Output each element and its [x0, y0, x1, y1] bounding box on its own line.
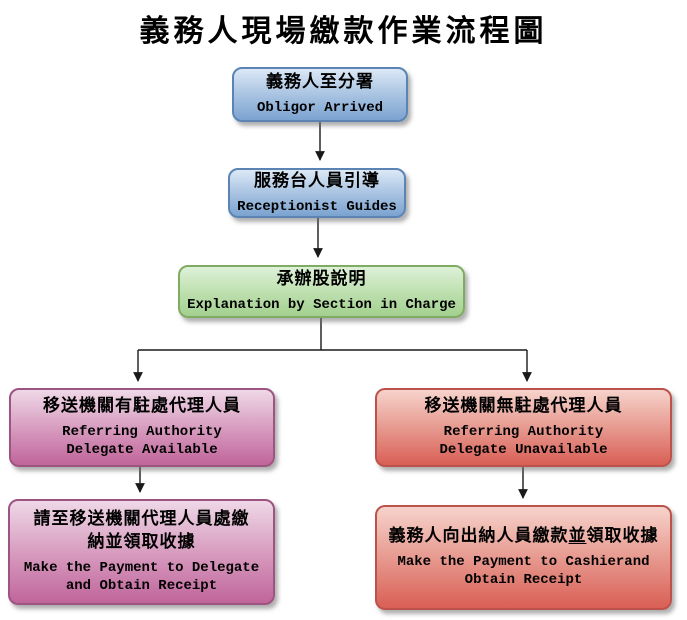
- node-delegate-available-en: Referring Authority Delegate Available: [62, 424, 222, 459]
- node-receptionist-guides-zh: 服務台人員引導: [254, 170, 380, 191]
- node-pay-cashier-zh-post: 領取收據: [586, 526, 659, 547]
- node-receptionist-guides-en: Receptionist Guides: [237, 198, 397, 215]
- node-pay-cashier-zh-pre: 義務人向出納人員繳款: [388, 526, 569, 547]
- node-delegate-unavailable-en: Referring Authority Delegate Unavailable: [439, 424, 608, 459]
- node-pay-delegate-en: Make the Payment to Delegate and Obtain …: [23, 560, 260, 595]
- node-delegate-unavailable: 移送機關無駐處代理人員 Referring Authority Delegate…: [375, 388, 672, 467]
- node-pay-delegate: 請至移送機關代理人員處繳 納並領取收據 Make the Payment to …: [8, 499, 275, 605]
- node-pay-cashier-zh: 義務人向出納人員繳款並領取收據: [389, 525, 659, 548]
- node-obligor-arrived: 義務人至分署 Obligor Arrived: [232, 67, 408, 122]
- node-explanation-en: Explanation by Section in Charge: [187, 297, 456, 314]
- node-delegate-unavailable-zh: 移送機關無駐處代理人員: [424, 396, 623, 417]
- node-explanation-zh: 承辦股說明: [276, 269, 367, 290]
- node-delegate-available: 移送機關有駐處代理人員 Referring Authority Delegate…: [9, 388, 275, 467]
- node-pay-cashier-zh-underlined: 並: [568, 526, 587, 547]
- node-delegate-available-zh: 移送機關有駐處代理人員: [43, 396, 241, 417]
- node-pay-delegate-zh: 請至移送機關代理人員處繳 納並領取收據: [33, 509, 250, 553]
- node-explanation-by-section: 承辦股說明 Explanation by Section in Charge: [178, 265, 465, 318]
- node-obligor-arrived-zh: 義務人至分署: [266, 72, 374, 93]
- node-pay-cashier: 義務人向出納人員繳款並領取收據 Make the Payment to Cash…: [375, 505, 672, 610]
- node-receptionist-guides: 服務台人員引導 Receptionist Guides: [228, 168, 406, 218]
- page-title: 義務人現場繳款作業流程圖: [139, 14, 548, 49]
- node-pay-cashier-en: Make the Payment to Cashierand Obtain Re…: [397, 554, 650, 589]
- node-obligor-arrived-en: Obligor Arrived: [256, 100, 384, 117]
